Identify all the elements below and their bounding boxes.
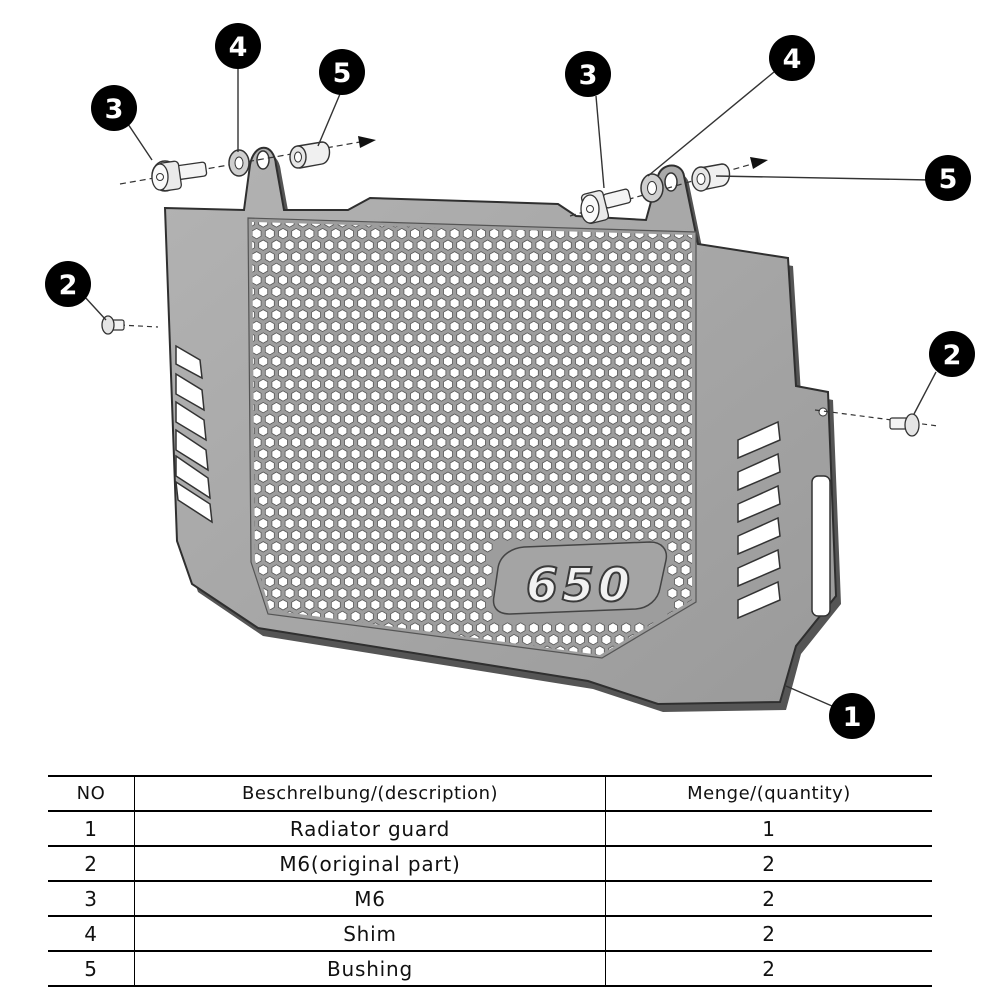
svg-text:3: 3: [579, 60, 598, 91]
screw-m6-original-left: [101, 315, 125, 335]
callout-left-shim: 4: [215, 23, 261, 69]
cell-quantity: 2: [605, 881, 932, 917]
callout-right-bolt: 3: [565, 51, 611, 97]
svg-text:5: 5: [333, 58, 352, 89]
cell-description: Bushing: [134, 951, 606, 987]
cell-no: 2: [48, 846, 135, 882]
leader-lines: [83, 68, 937, 707]
table-row: 1 Radiator guard 1: [48, 811, 932, 847]
svg-text:4: 4: [229, 32, 248, 63]
cell-no: 1: [48, 811, 135, 847]
cell-no: 5: [48, 951, 135, 987]
cell-description: M6(original part): [134, 846, 606, 882]
shim-left: [228, 149, 250, 177]
callout-left-screw: 2: [45, 261, 91, 307]
cell-quantity: 1: [605, 811, 932, 847]
right-slots: [737, 420, 831, 620]
svg-text:5: 5: [939, 164, 958, 195]
svg-text:4: 4: [783, 44, 802, 75]
svg-text:3: 3: [105, 94, 124, 125]
table-header-row: NO Beschrelbung/(description) Menge/(qua…: [48, 775, 932, 812]
cell-quantity: 2: [605, 916, 932, 952]
svg-text:2: 2: [943, 340, 962, 371]
table-row: 2 M6(original part) 2: [48, 846, 932, 882]
left-hardware: [101, 136, 376, 335]
callout-left-bushing: 5: [319, 49, 365, 95]
callouts: 3 4 5 2 3 4 5 2: [45, 23, 975, 739]
exploded-diagram: 650: [45, 23, 975, 739]
callout-right-shim: 4: [769, 35, 815, 81]
table-row: 3 M6 2: [48, 881, 932, 917]
hex-mesh: [252, 222, 692, 655]
callout-main-guard: 1: [829, 693, 875, 739]
svg-text:1: 1: [843, 702, 862, 733]
cell-no: 3: [48, 881, 135, 917]
callout-right-bushing: 5: [925, 155, 971, 201]
mount-hole-left: [256, 150, 270, 170]
bushing-right: [691, 163, 731, 192]
parts-table: NO Beschrelbung/(description) Menge/(qua…: [48, 775, 932, 987]
callout-left-bolt: 3: [91, 85, 137, 131]
badge-text: 650: [526, 558, 634, 612]
bolt-m6-right: [580, 188, 632, 225]
header-no: NO: [48, 775, 135, 812]
bolt-m6-left: [151, 160, 208, 192]
right-hardware: [569, 157, 939, 437]
cell-quantity: 2: [605, 951, 932, 987]
callout-right-screw: 2: [929, 331, 975, 377]
table-row: 5 Bushing 2: [48, 951, 932, 987]
bushing-left: [289, 141, 331, 169]
cell-description: Shim: [134, 916, 606, 952]
svg-text:2: 2: [59, 270, 78, 301]
cell-description: M6: [134, 881, 606, 917]
left-slots: [175, 344, 213, 524]
shim-right: [640, 173, 664, 203]
mount-hole-right: [664, 172, 678, 192]
screw-m6-original-right: [889, 413, 920, 437]
cell-quantity: 2: [605, 846, 932, 882]
model-badge: 650: [492, 541, 668, 615]
cell-no: 4: [48, 916, 135, 952]
mesh-holes: [252, 222, 692, 655]
header-description: Beschrelbung/(description): [134, 775, 606, 812]
table-row: 4 Shim 2: [48, 916, 932, 952]
header-quantity: Menge/(quantity): [605, 775, 932, 812]
cell-description: Radiator guard: [134, 811, 606, 847]
radiator-guard: 650: [163, 146, 841, 712]
